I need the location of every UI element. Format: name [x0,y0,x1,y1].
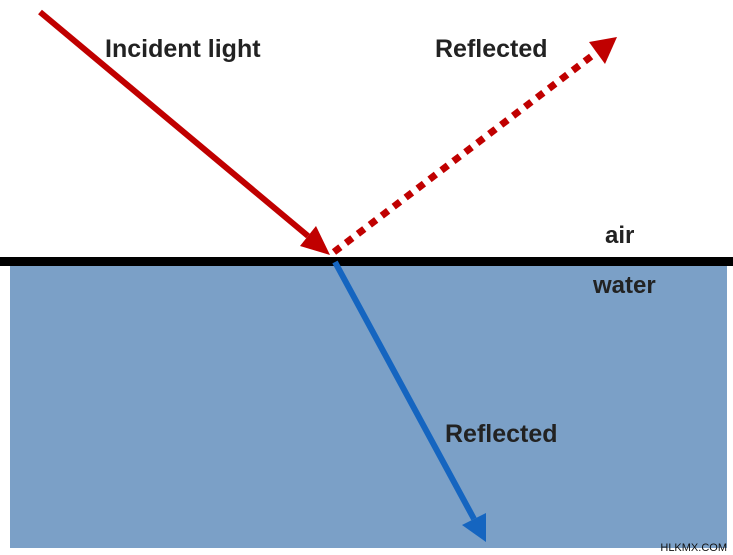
refracted-ray [332,260,486,542]
water-label: water [592,272,656,299]
reflected-top-label: Reflected [435,35,548,63]
air-label: air [605,222,634,249]
watermark-text: HLKMX.COM [660,542,727,554]
incident-light-label: Incident light [105,35,261,63]
refracted-arrowhead [462,513,486,542]
incident-arrowhead [300,226,330,255]
water-region [10,262,727,548]
refracted-ray-label: Reflected [445,420,558,448]
reflected-ray [331,37,617,255]
incident-ray [38,9,330,255]
reflected-arrowhead [589,37,617,64]
surface-boundary-line [0,257,733,266]
